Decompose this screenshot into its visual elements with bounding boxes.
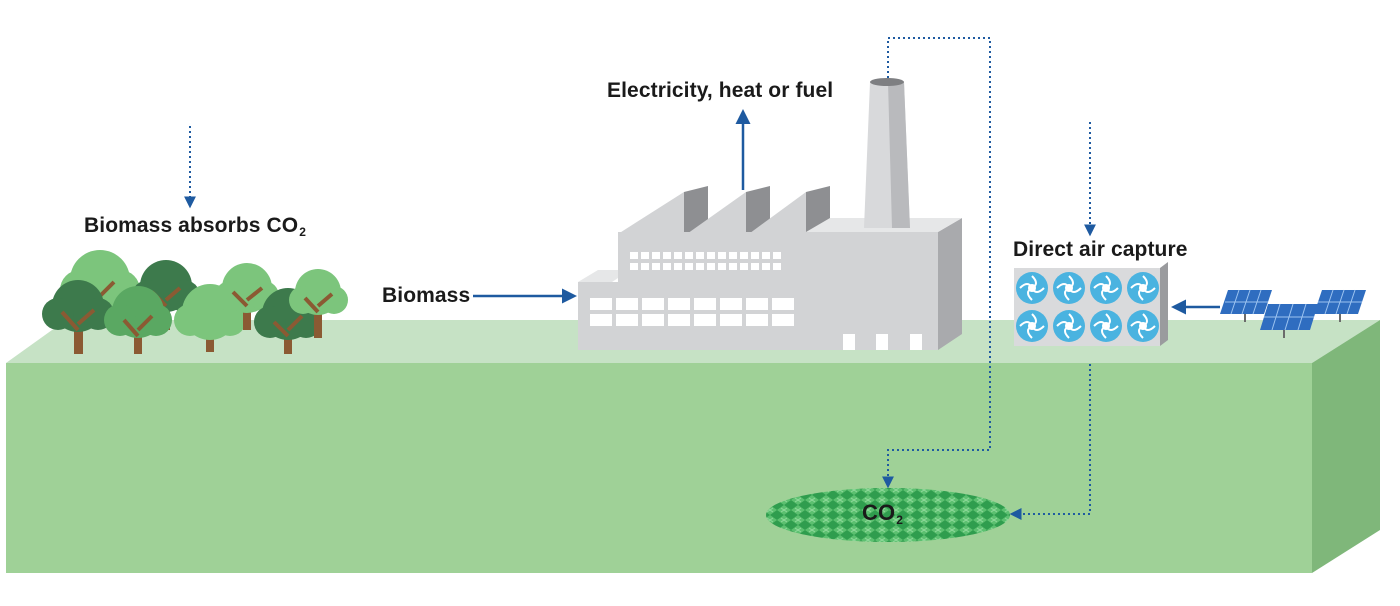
- solar-panel-icon: [1260, 303, 1318, 338]
- flow-arrows: [184, 37, 1220, 520]
- solar-panel-icon: [1314, 289, 1366, 322]
- electricity-heat-fuel-label: Electricity, heat or fuel: [607, 79, 834, 102]
- tree-group: [42, 250, 348, 354]
- solar-panel-icon: [1220, 289, 1272, 322]
- fan-unit-icon: [1014, 262, 1168, 346]
- biomass-absorbs-label: Biomass absorbs CO2: [84, 214, 306, 239]
- direct-air-capture-label: Direct air capture: [1013, 238, 1188, 261]
- tree-icon: [215, 263, 279, 330]
- factory-icon: [578, 186, 962, 350]
- arrow-dac-to-storage: [1009, 364, 1091, 520]
- solar-panel-group: [1220, 289, 1366, 338]
- tree-icon: [104, 286, 172, 354]
- chimney-icon: [864, 78, 910, 228]
- ground-front: [6, 363, 1312, 573]
- biomass-label: Biomass: [382, 284, 471, 307]
- ground-side: [1312, 320, 1380, 573]
- tree-icon: [289, 269, 348, 338]
- ground-block: [6, 320, 1380, 573]
- co2-reservoir-icon: [766, 488, 1010, 542]
- co2-storage-label: CO2: [862, 500, 903, 527]
- arrow-chimney-to-storage: [882, 37, 991, 489]
